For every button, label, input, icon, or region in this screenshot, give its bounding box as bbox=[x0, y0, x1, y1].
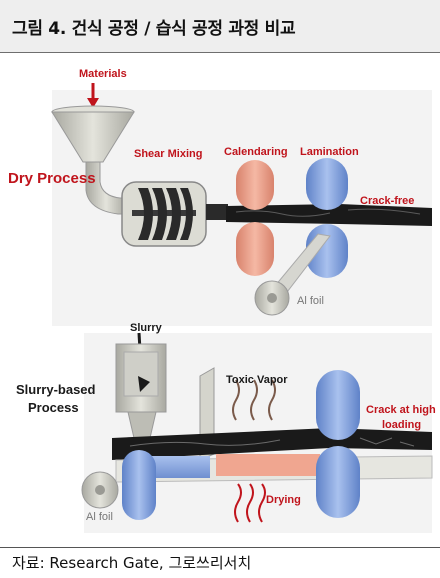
wet-electrode-film bbox=[112, 428, 432, 460]
label-crack-free: Crack-free bbox=[360, 195, 414, 207]
source-caption: 자료: Research Gate, 그로쓰리서치 bbox=[12, 554, 252, 572]
film-cracks bbox=[129, 437, 415, 447]
materials-arrow-head bbox=[87, 98, 99, 108]
label-crack-high-loading-1: Crack at high bbox=[366, 404, 436, 416]
title-bar: 그림 4. 건식 공정 / 습식 공정 과정 비교 bbox=[0, 0, 440, 53]
label-process: Process bbox=[28, 400, 79, 415]
al-foil-roll-core-wet bbox=[95, 485, 105, 495]
label-drying: Drying bbox=[266, 494, 301, 506]
calendar-roller-bottom bbox=[236, 222, 274, 276]
calendar-roller-top bbox=[236, 160, 274, 210]
mixer-outlet bbox=[206, 204, 228, 220]
drying-heat-icon bbox=[234, 483, 266, 523]
coating-zone-blue bbox=[146, 456, 210, 478]
toxic-vapor-icon bbox=[232, 379, 276, 421]
calendaring-rollers bbox=[236, 160, 274, 276]
hopper-funnel bbox=[51, 111, 135, 163]
dry-process-panel: Materials Dry Process Shear Mixing Calen… bbox=[8, 68, 432, 326]
wet-roller-bottom-right bbox=[316, 446, 360, 518]
wet-roller-left bbox=[122, 450, 156, 520]
label-toxic-vapor: Toxic Vapor bbox=[226, 374, 288, 386]
slurry-process-panel: Slurry Slurry-based Process Toxic Vapor … bbox=[16, 322, 436, 533]
al-foil-roll-core-dry bbox=[267, 293, 277, 303]
film-texture bbox=[235, 208, 421, 217]
label-calendaring: Calendaring bbox=[224, 146, 288, 158]
mixer-screw bbox=[132, 188, 196, 240]
label-al-foil-dry: Al foil bbox=[297, 295, 324, 307]
label-slurry-based: Slurry-based bbox=[16, 382, 96, 397]
lamination-roller-top bbox=[306, 158, 348, 210]
wet-roller-top-right bbox=[316, 370, 360, 440]
slurry-drop bbox=[138, 376, 150, 392]
label-materials: Materials bbox=[79, 68, 127, 80]
footer-divider bbox=[0, 547, 440, 548]
label-crack-high-loading-2: loading bbox=[382, 419, 421, 431]
drying-zone-salmon bbox=[216, 454, 320, 476]
figure-title: 그림 4. 건식 공정 / 습식 공정 과정 비교 bbox=[12, 19, 296, 39]
label-al-foil-wet: Al foil bbox=[86, 511, 113, 523]
label-slurry: Slurry bbox=[130, 322, 163, 334]
label-shear-mixing: Shear Mixing bbox=[134, 148, 202, 160]
label-dry-process: Dry Process bbox=[8, 170, 96, 187]
label-lamination: Lamination bbox=[300, 146, 359, 158]
